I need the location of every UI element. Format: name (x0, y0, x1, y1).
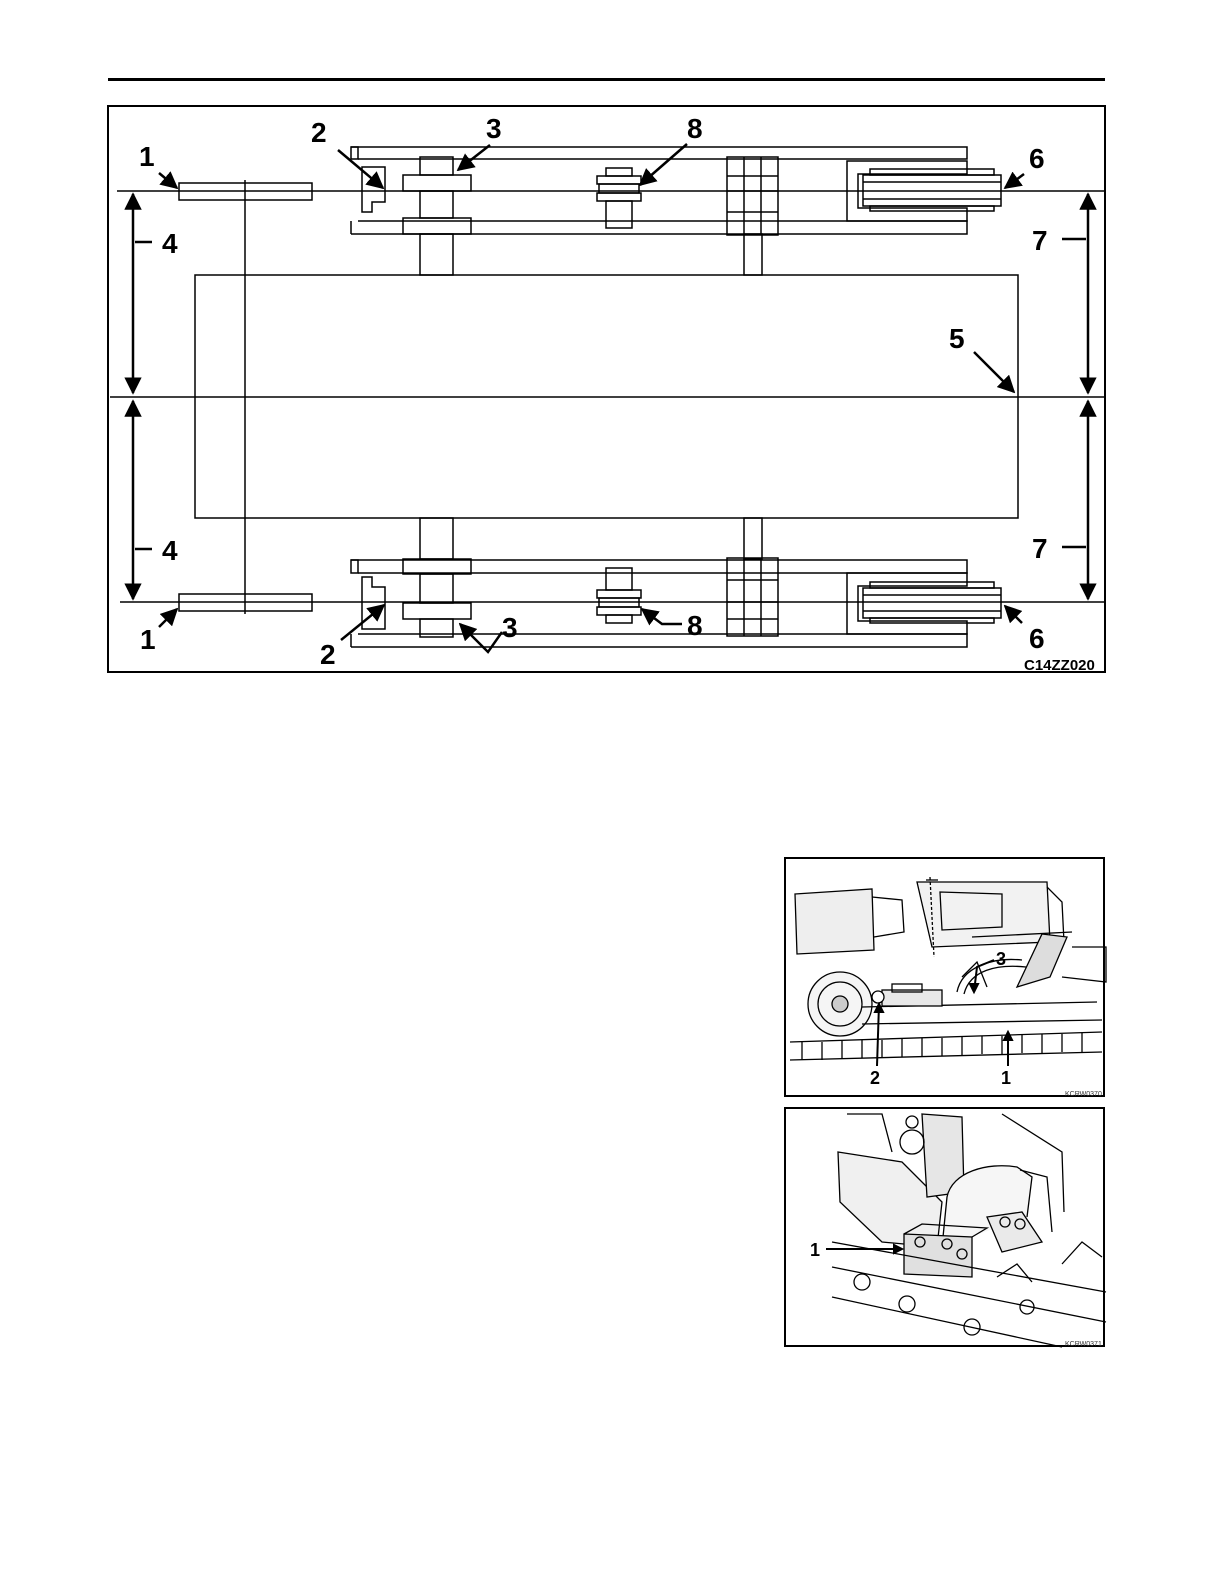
grid-block-bottom (727, 558, 778, 636)
photo1-code: KCRW0370 (1065, 1091, 1102, 1098)
photo-guide-block: 1 KCRW0371 (784, 1107, 1105, 1347)
photo-track-frame-drawing: 2 1 3 KCRW0370 (786, 859, 1107, 1099)
callout-8-top: 8 (687, 113, 703, 144)
alignment-diagram: 1 1 2 2 3 3 4 4 5 6 6 7 7 8 8 C14ZZ020 (107, 105, 1106, 673)
photo1-callout-3: 3 (996, 949, 1006, 969)
diagram-code: C14ZZ020 (1024, 657, 1095, 674)
callout-4-top: 4 (162, 228, 178, 259)
grid-block-top (727, 157, 778, 235)
sprocket-top (403, 175, 471, 191)
photo1-callout-1: 1 (1001, 1068, 1011, 1088)
sprocket-bottom (403, 603, 471, 619)
photo-track-frame: 2 1 3 KCRW0370 (784, 857, 1105, 1097)
callout-7-top: 7 (1032, 225, 1048, 256)
photo2-code: KCRW0371 (1065, 1341, 1102, 1348)
callout-2-bottom: 2 (320, 639, 336, 670)
callout-3-bottom: 3 (502, 612, 518, 643)
callout-1-top: 1 (139, 141, 155, 172)
callout-5: 5 (949, 323, 965, 354)
callout-4-bottom: 4 (162, 535, 178, 566)
photo1-callout-2: 2 (870, 1068, 880, 1088)
callout-6-bottom: 6 (1029, 623, 1045, 654)
callout-3-top: 3 (486, 113, 502, 144)
callout-7-bottom: 7 (1032, 533, 1048, 564)
callout-1-bottom: 1 (140, 624, 156, 655)
callout-2-top: 2 (311, 117, 327, 148)
alignment-diagram-svg: 1 1 2 2 3 3 4 4 5 6 6 7 7 8 8 C14ZZ020 (109, 107, 1108, 675)
photo2-callout-1: 1 (810, 1240, 820, 1260)
photo-guide-block-drawing: 1 KCRW0371 (786, 1109, 1107, 1349)
callout-8-bottom: 8 (687, 610, 703, 641)
header-rule (108, 78, 1105, 81)
callout-6-top: 6 (1029, 143, 1045, 174)
